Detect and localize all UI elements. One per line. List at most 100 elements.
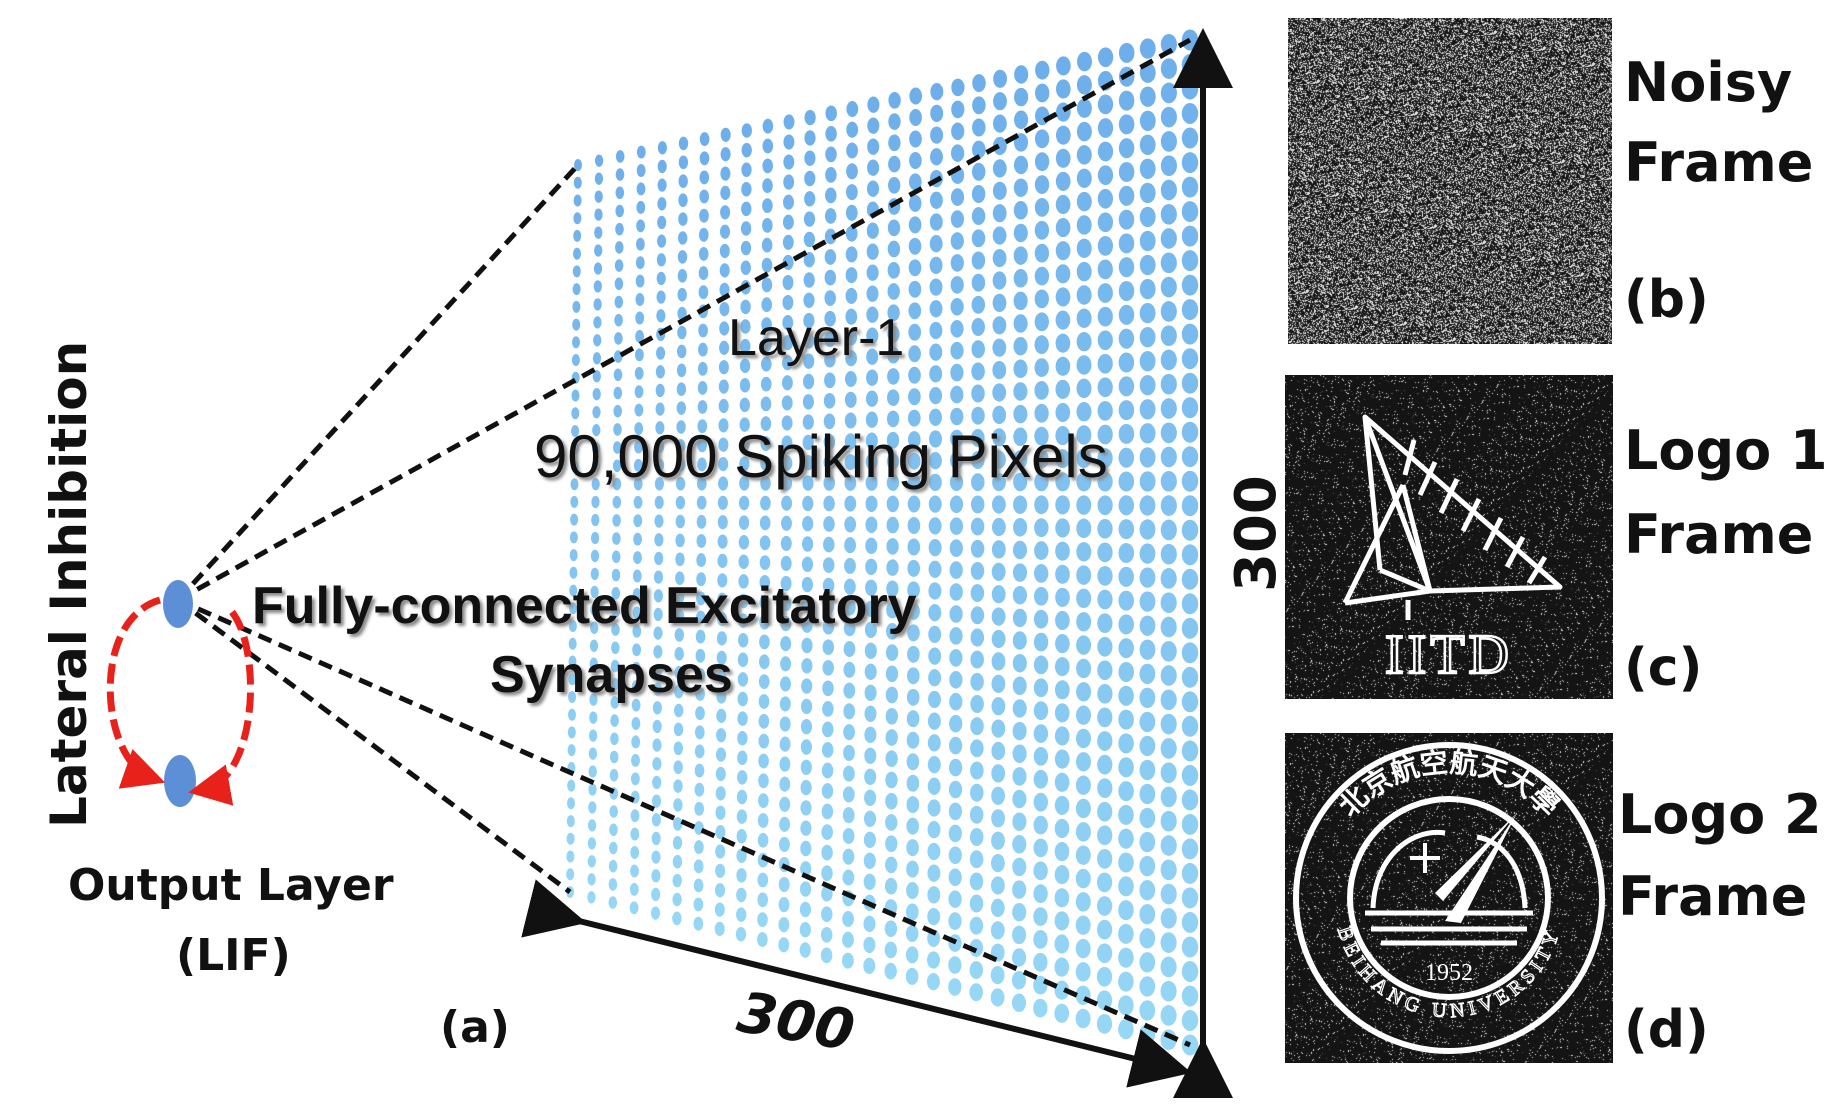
spiking-pixel xyxy=(656,309,666,323)
spiking-pixel xyxy=(866,285,879,302)
spiking-pixel xyxy=(799,881,812,897)
spiking-pixel xyxy=(566,850,575,863)
spiking-pixel xyxy=(906,753,920,771)
spiking-pixel xyxy=(1054,911,1070,931)
synapse-line-bottom-right xyxy=(176,597,1192,1048)
spiking-pixel xyxy=(1139,952,1156,973)
spiking-pixel xyxy=(970,783,984,802)
spiking-pixel xyxy=(865,390,879,407)
spiking-pixel xyxy=(1097,613,1113,633)
spiking-pixel xyxy=(1075,1008,1091,1029)
spiking-pixel xyxy=(1139,86,1156,107)
spiking-pixel xyxy=(780,555,792,571)
spiking-pixel xyxy=(1139,928,1156,949)
spiking-pixel xyxy=(610,677,620,691)
spiking-pixel xyxy=(719,263,730,278)
spiking-pixel xyxy=(635,329,645,343)
spiking-pixel xyxy=(693,897,704,912)
spiking-pixel xyxy=(695,667,706,682)
spiking-pixel xyxy=(1034,472,1049,492)
spiking-pixel xyxy=(613,404,622,418)
spiking-pixel xyxy=(1013,427,1028,447)
spiking-pixel xyxy=(1118,685,1134,706)
spiking-pixel xyxy=(991,652,1006,671)
spiking-pixel xyxy=(698,266,709,281)
spiking-pixel xyxy=(803,251,815,268)
spiking-pixel xyxy=(929,300,943,318)
spiking-pixel xyxy=(1012,857,1027,877)
spiking-pixel xyxy=(738,495,750,511)
spiking-pixel xyxy=(655,383,665,398)
spiking-pixel xyxy=(971,340,985,359)
spiking-pixel xyxy=(1181,1010,1199,1031)
spiking-pixel xyxy=(906,796,920,814)
spiking-pixel xyxy=(907,452,921,470)
spiking-pixel xyxy=(571,425,580,437)
spiking-pixel xyxy=(676,382,687,396)
spiking-pixel xyxy=(736,868,747,883)
spiking-pixel xyxy=(783,114,795,130)
spiking-pixel xyxy=(1034,266,1050,286)
spiking-pixel xyxy=(656,253,666,267)
spiking-pixel xyxy=(716,689,727,704)
spiking-pixel xyxy=(697,457,707,472)
spiking-pixel xyxy=(1055,379,1071,399)
spiking-pixel xyxy=(1160,932,1177,953)
spiking-pixel xyxy=(651,831,661,846)
spiking-pixel xyxy=(593,298,602,311)
spiking-pixel xyxy=(824,269,837,286)
spiking-pixel xyxy=(1139,327,1156,348)
spiking-pixel xyxy=(1118,495,1135,516)
spiking-pixel xyxy=(927,864,941,882)
spiking-pixel xyxy=(1097,495,1113,516)
spiking-pixel xyxy=(846,163,858,180)
spiking-pixel xyxy=(1076,75,1092,95)
spiking-pixel xyxy=(886,622,899,640)
spiking-pixel xyxy=(678,155,689,170)
spiking-pixel xyxy=(1181,887,1199,909)
spiking-pixel xyxy=(800,840,812,857)
spiking-pixel xyxy=(760,376,772,392)
spiking-pixel xyxy=(907,559,921,577)
spiking-pixel xyxy=(1055,333,1071,353)
spiking-pixel xyxy=(635,237,645,251)
spiking-pixel xyxy=(1097,377,1113,398)
spiking-pixel xyxy=(970,628,985,647)
spiking-pixel xyxy=(653,645,663,659)
spiking-pixel xyxy=(676,420,686,434)
spiking-pixel xyxy=(675,476,686,491)
spiking-pixel xyxy=(802,454,814,471)
spiking-pixel xyxy=(885,750,898,768)
spiking-pixel xyxy=(842,786,855,803)
spiking-pixel xyxy=(928,625,942,644)
spiking-pixel xyxy=(678,136,689,151)
spiking-pixel xyxy=(695,610,706,625)
spiking-pixel xyxy=(761,277,773,293)
spiking-pixel xyxy=(1054,934,1070,954)
spiking-pixel xyxy=(694,725,705,740)
spiking-pixel xyxy=(1054,865,1070,885)
spiking-pixel xyxy=(1181,593,1199,615)
spiking-pixel xyxy=(970,650,984,669)
spiking-pixel xyxy=(634,403,644,417)
spiking-pixel xyxy=(991,809,1005,828)
spiking-pixel xyxy=(651,813,661,827)
spiking-pixel xyxy=(1034,220,1050,240)
spiking-pixel xyxy=(950,232,964,250)
spiking-pixel xyxy=(780,636,792,652)
logo2-year: 1952 xyxy=(1425,960,1473,986)
spiking-pixel xyxy=(843,765,855,782)
spiking-pixel xyxy=(991,585,1006,604)
spiking-pixel xyxy=(1160,810,1177,832)
spiking-pixel xyxy=(1118,257,1135,278)
spiking-pixel xyxy=(821,762,834,779)
spiking-pixel xyxy=(758,793,769,808)
spiking-pixel xyxy=(783,194,794,210)
spiking-pixel xyxy=(804,170,816,187)
spiking-pixel xyxy=(676,344,687,359)
spiking-pixel xyxy=(802,495,814,512)
spiking-pixel xyxy=(675,533,685,548)
spiking-pixel xyxy=(1139,206,1156,228)
spiking-pixel xyxy=(1075,822,1091,842)
spiking-pixel xyxy=(865,474,878,491)
